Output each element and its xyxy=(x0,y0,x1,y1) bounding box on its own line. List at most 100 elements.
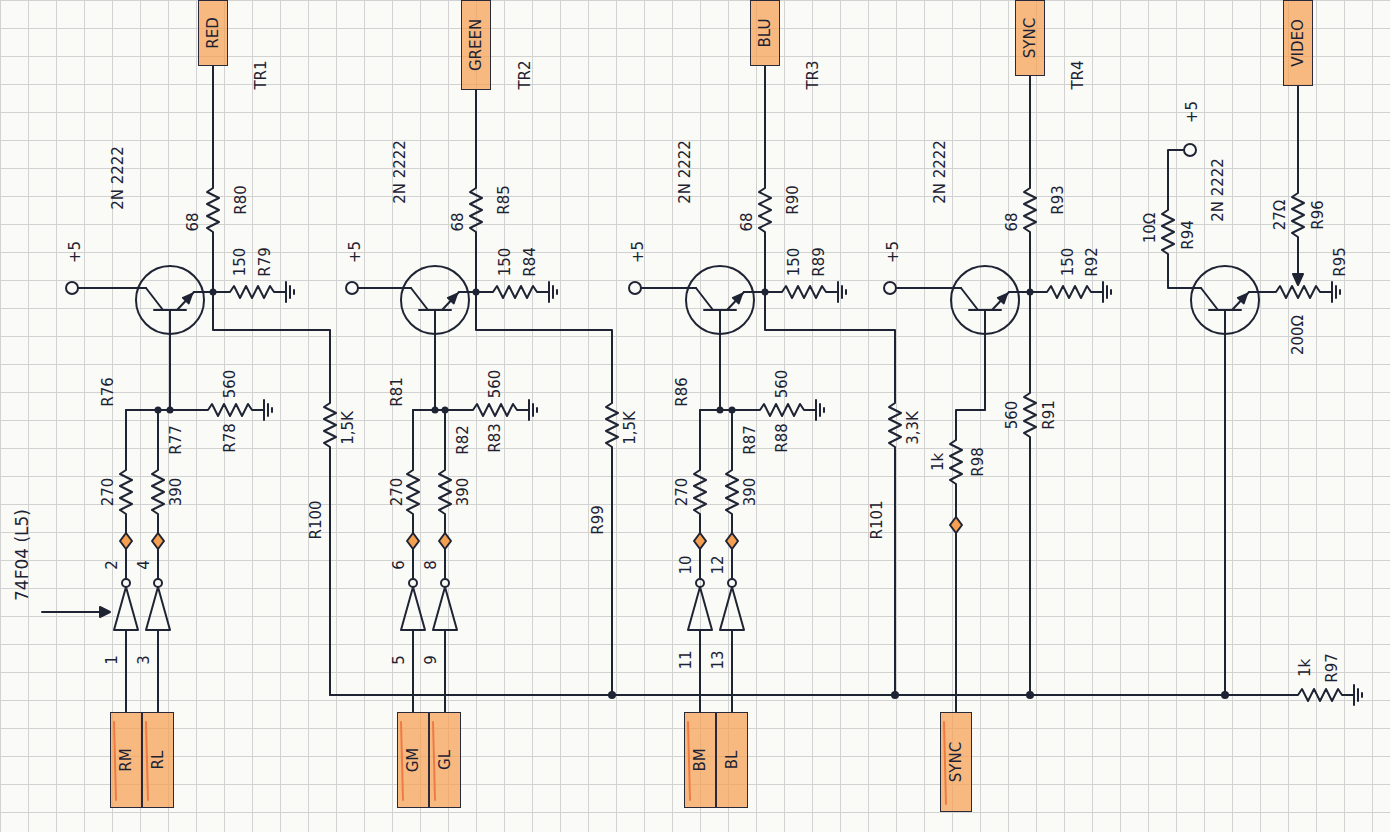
component-label: R98 xyxy=(971,447,986,477)
component-label: R79 xyxy=(258,247,273,277)
box-label: BLU xyxy=(758,19,773,48)
box-label: SYNC xyxy=(949,742,964,782)
component-label: 150 xyxy=(498,248,513,277)
component-label: 10Ω xyxy=(1143,213,1158,244)
component-label: R95 xyxy=(1333,247,1348,277)
component-label: 13 xyxy=(711,650,726,669)
component-label: R78 xyxy=(223,423,238,453)
component-label: 27Ω xyxy=(1273,200,1288,231)
signal-box: BM xyxy=(684,712,716,808)
component-label: R88 xyxy=(775,423,790,453)
box-label: RED xyxy=(206,17,221,48)
component-label: R93 xyxy=(1051,185,1066,215)
signal-box: SYNC xyxy=(940,712,972,812)
component-label: +5 xyxy=(886,241,901,263)
circuit-wiring xyxy=(42,66,1362,712)
component-label: 390 xyxy=(743,478,758,507)
box-label: RM xyxy=(119,748,134,771)
component-label: 11 xyxy=(679,650,694,669)
component-label: R91 xyxy=(1042,400,1057,430)
component-label: R76 xyxy=(101,377,116,407)
component-label: TR4 xyxy=(1071,60,1086,89)
channel-green xyxy=(346,90,618,712)
component-label: 390 xyxy=(456,478,471,507)
component-label: 150 xyxy=(1061,248,1076,277)
channel-blue xyxy=(629,66,901,712)
component-label: 9 xyxy=(424,655,439,665)
component-label: 150 xyxy=(787,248,802,277)
signal-box: RED xyxy=(198,0,228,66)
component-label: 1 xyxy=(105,655,120,665)
component-label: R97 xyxy=(1325,653,1340,683)
box-label: GREEN xyxy=(469,19,484,71)
component-label: 560 xyxy=(223,370,238,399)
signal-box: GL xyxy=(429,712,461,808)
component-label: 2N 2222 xyxy=(933,140,948,204)
component-label: TR3 xyxy=(806,60,821,89)
box-label: VIDEO xyxy=(1291,19,1306,67)
component-label: 2N 2222 xyxy=(1211,158,1226,222)
signal-box: GREEN xyxy=(461,0,491,90)
component-label: +5 xyxy=(348,241,363,263)
component-label: 1,5K xyxy=(623,411,638,445)
signal-box: BL xyxy=(716,712,748,808)
component-label: R80 xyxy=(234,185,249,215)
component-label: R81 xyxy=(390,377,405,407)
component-label: R92 xyxy=(1085,247,1100,277)
component-label: 10 xyxy=(679,555,694,574)
component-label: 68 xyxy=(451,212,466,231)
component-label: 270 xyxy=(101,478,116,507)
component-label: 560 xyxy=(775,370,790,399)
component-label: R100 xyxy=(309,500,324,539)
channel-red xyxy=(66,66,336,712)
component-label: R94 xyxy=(1181,220,1196,250)
box-label: GM xyxy=(406,748,421,773)
component-label: 68 xyxy=(740,212,755,231)
channel-sync xyxy=(884,76,1111,712)
component-label: 6 xyxy=(392,560,407,570)
signal-box: RL xyxy=(142,712,174,808)
component-label: 68 xyxy=(1005,212,1020,231)
component-label: R90 xyxy=(786,185,801,215)
box-label: BL xyxy=(725,751,740,770)
component-label: 2N 2222 xyxy=(678,140,693,204)
component-label: 1k xyxy=(1298,659,1313,677)
component-label: 68 xyxy=(186,212,201,231)
signal-box: VIDEO xyxy=(1283,0,1313,86)
component-label: 8 xyxy=(424,560,439,570)
component-label: 2 xyxy=(105,560,120,570)
component-label: R83 xyxy=(488,423,503,453)
component-label: 390 xyxy=(169,478,184,507)
component-label: 560 xyxy=(488,370,503,399)
component-label: 4 xyxy=(137,560,152,570)
component-label: 270 xyxy=(390,478,405,507)
component-label: 3 xyxy=(137,655,152,665)
component-label: 12 xyxy=(711,555,726,574)
component-label: 2N 2222 xyxy=(111,146,126,210)
component-label: 5 xyxy=(392,655,407,665)
component-label: TR1 xyxy=(254,60,269,89)
component-label: 1k xyxy=(931,453,946,471)
channel-video xyxy=(1162,86,1340,695)
component-label: R77 xyxy=(169,425,184,455)
signal-box: RM xyxy=(110,712,142,808)
component-label: R87 xyxy=(743,425,758,455)
component-label: +5 xyxy=(1185,101,1200,123)
component-label: 2N 2222 xyxy=(393,140,408,204)
strike-marks xyxy=(114,722,946,804)
component-label: 1,5K xyxy=(341,411,356,445)
signal-box: BLU xyxy=(750,0,780,66)
box-label: SYNC xyxy=(1023,18,1038,58)
component-label: +5 xyxy=(631,241,646,263)
box-label: BM xyxy=(693,748,708,771)
component-label: R85 xyxy=(497,185,512,215)
box-label: RL xyxy=(151,751,166,770)
box-label: GL xyxy=(438,750,453,770)
signal-box: GM xyxy=(397,712,429,808)
component-label: R82 xyxy=(456,425,471,455)
component-label: +5 xyxy=(68,241,83,263)
component-label: 270 xyxy=(675,478,690,507)
component-label: 3,3K xyxy=(906,411,921,445)
